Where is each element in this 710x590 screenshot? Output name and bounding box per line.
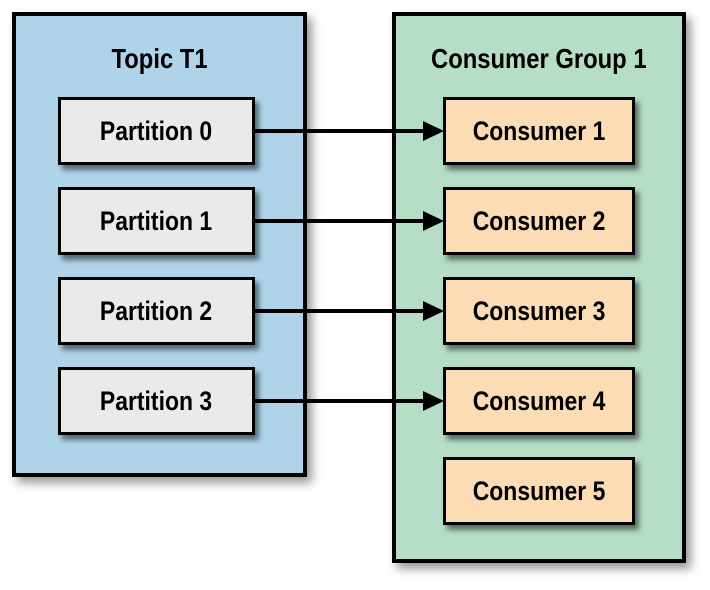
arrow-partition2-to-consumer3 bbox=[254, 309, 423, 313]
consumer-node-3: Consumer 3 bbox=[443, 277, 635, 345]
consumer-group-box: Consumer Group 1 Consumer 1 Consumer 2 C… bbox=[392, 12, 686, 563]
topic-title: Topic T1 bbox=[16, 44, 303, 74]
partition-label: Partition 1 bbox=[100, 205, 213, 236]
consumer-node-5: Consumer 5 bbox=[443, 457, 635, 525]
consumer-label: Consumer 1 bbox=[472, 115, 606, 146]
partition-node-3: Partition 3 bbox=[58, 367, 255, 435]
arrow-partition1-to-consumer2 bbox=[254, 219, 423, 223]
partition-label: Partition 3 bbox=[100, 385, 213, 416]
partition-node-0: Partition 0 bbox=[58, 97, 255, 165]
consumer-label: Consumer 5 bbox=[472, 475, 606, 506]
topic-box: Topic T1 Partition 0 Partition 1 Partiti… bbox=[12, 12, 307, 477]
partition-label: Partition 2 bbox=[100, 295, 213, 326]
consumer-node-4: Consumer 4 bbox=[443, 367, 635, 435]
topic-title-label: Topic T1 bbox=[111, 43, 208, 74]
consumer-group-title-label: Consumer Group 1 bbox=[431, 43, 647, 74]
partition-label: Partition 0 bbox=[100, 115, 213, 146]
consumer-label: Consumer 3 bbox=[472, 295, 606, 326]
partition-node-2: Partition 2 bbox=[58, 277, 255, 345]
consumer-label: Consumer 2 bbox=[472, 205, 606, 236]
arrow-partition3-to-consumer4 bbox=[254, 399, 423, 403]
consumer-label: Consumer 4 bbox=[472, 385, 606, 416]
consumer-node-2: Consumer 2 bbox=[443, 187, 635, 255]
arrow-partition0-to-consumer1 bbox=[254, 129, 423, 133]
consumer-node-1: Consumer 1 bbox=[443, 97, 635, 165]
consumer-group-title: Consumer Group 1 bbox=[396, 44, 682, 74]
partition-node-1: Partition 1 bbox=[58, 187, 255, 255]
